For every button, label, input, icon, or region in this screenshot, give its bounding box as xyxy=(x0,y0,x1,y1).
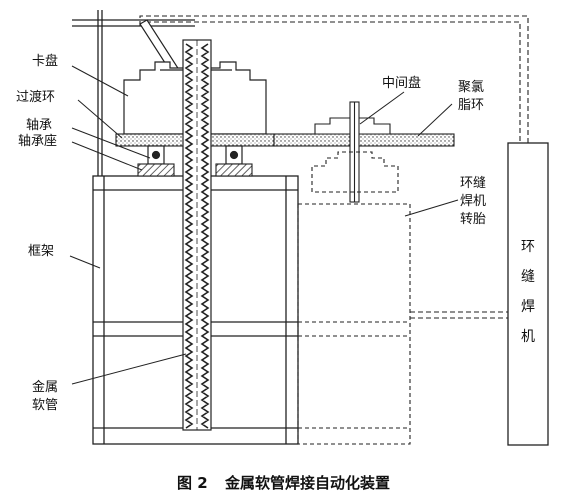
figure-number: 图 2 xyxy=(177,474,208,492)
label-bearing: 轴承 xyxy=(26,118,53,133)
figure-caption: 图 2 金属软管焊接自动化装置 xyxy=(0,472,567,493)
label-transition-ring: 过渡环 xyxy=(16,90,56,105)
label-turntable-3: 转胎 xyxy=(460,212,487,227)
turntable-frame xyxy=(297,203,411,445)
polymer-ring xyxy=(273,133,455,147)
lower-chuck-dashed xyxy=(311,151,399,193)
label-bearing-seat: 轴承座 xyxy=(18,134,58,149)
label-polymer-1: 聚氯 xyxy=(458,80,485,95)
label-polymer-2: 脂环 xyxy=(458,98,485,113)
figure-title: 金属软管焊接自动化装置 xyxy=(224,474,390,492)
label-chuck: 卡盘 xyxy=(32,54,59,69)
leader-lines xyxy=(69,65,459,385)
label-turntable-2: 焊机 xyxy=(460,194,487,209)
welder-cabinet xyxy=(507,142,549,446)
label-hose: 软管 xyxy=(32,398,59,413)
label-turntable-1: 环缝 xyxy=(460,176,487,191)
metal-hose xyxy=(182,39,212,431)
bearing-seat xyxy=(137,163,253,177)
label-metal: 金属 xyxy=(32,380,59,395)
label-intermediate-disc: 中间盘 xyxy=(382,76,422,91)
label-frame: 框架 xyxy=(28,244,55,259)
label-welder: 环缝焊机 xyxy=(521,239,535,345)
intermediate-disc xyxy=(314,101,391,203)
